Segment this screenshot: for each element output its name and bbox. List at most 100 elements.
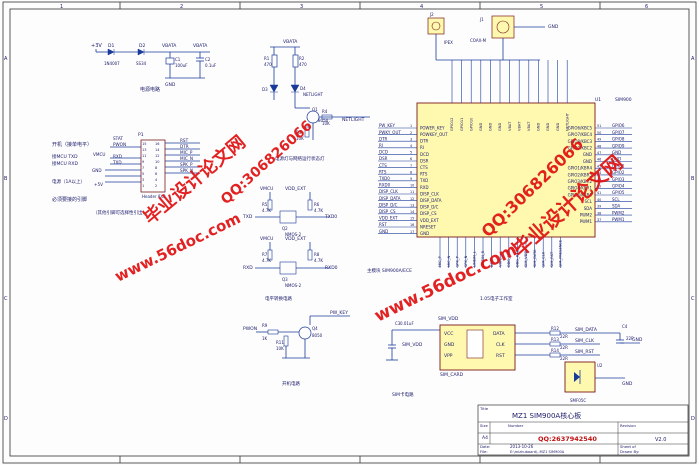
level-rxd0: RXD0 — [325, 265, 338, 271]
left-pin-net: TXD0 — [378, 176, 390, 181]
left-pin-name: DISP_D/C — [420, 205, 439, 210]
number-label: Number — [508, 423, 524, 428]
d2-ref: D2 — [139, 43, 145, 49]
j1-part: COAX-M — [470, 38, 487, 43]
col-6: 6 — [645, 4, 648, 10]
left-pin-name: DSR — [420, 158, 429, 163]
p1-num-r5: 8 — [155, 166, 157, 170]
p1-gnd: GND — [92, 168, 102, 173]
right-pin-name: GPIO3/KBR2 — [568, 179, 593, 184]
row-b: B — [4, 176, 8, 182]
resistor-r13-symbol — [549, 341, 561, 347]
netlight-net: NETLIGHT — [342, 117, 365, 123]
v3v-label: +3V — [91, 43, 102, 49]
resistor-r8-symbol — [307, 249, 313, 261]
bottom-pin-name: SPK_N — [464, 255, 468, 267]
r14-ref: R14 — [551, 348, 559, 353]
p1-num-l1: 15 — [142, 142, 146, 146]
j2-ref: J2 — [429, 12, 434, 17]
top-pin-name: GND — [479, 123, 483, 131]
right-pin-net: PWM1 — [612, 217, 625, 222]
r2-ref: R2 — [299, 56, 305, 61]
col-3: 3 — [300, 4, 303, 10]
watermark-site-1: www.56doc.com — [112, 209, 244, 286]
row-c: C — [4, 296, 8, 302]
left-pin-number: 5 — [410, 151, 412, 155]
left-pin-net: DSR — [379, 156, 388, 161]
left-pin-net: RI — [379, 143, 383, 148]
diode-d2-symbol — [137, 48, 145, 56]
left-pin-name: RTS — [420, 172, 428, 177]
p1-body — [140, 139, 166, 193]
module-caption: 主模块 SIM900A/ECE — [367, 267, 412, 274]
resistor-r1-symbol — [271, 54, 278, 68]
bottom-pin-name: SIM_RST — [550, 251, 554, 267]
left-pin-net: DTR — [379, 136, 388, 141]
r11-value: 10K — [276, 346, 284, 351]
left-pin-name: GND — [420, 231, 429, 236]
left-pin-number: 4 — [410, 144, 412, 148]
right-pin-name: PWM1 — [580, 219, 593, 224]
top-pin-name: GND — [537, 123, 541, 131]
right-pin-number: 43 — [597, 178, 601, 182]
p1-num-r8: 2 — [155, 184, 157, 188]
p1-5v: +5V — [94, 182, 103, 187]
left-pin-net: VDD_EXT — [379, 216, 398, 221]
sim-chip-icon — [466, 329, 484, 359]
title-block: Title MZ1 SIM900A核心板 Size A4 Number Revi… — [477, 404, 689, 456]
r5-ref: R5 — [262, 202, 268, 207]
bottom-pin-name: SIM_DATA — [533, 249, 537, 267]
right-pin-name: GPIO7/KBC4 — [568, 132, 593, 137]
resistor-r11-symbol — [283, 335, 289, 347]
sim-vdd-label: SIM_VDD — [438, 316, 459, 322]
r4-value: 10K — [322, 121, 330, 126]
d4-ref: D4 — [300, 86, 306, 91]
left-pin-name: TXD — [419, 178, 428, 183]
top-pin-name: VBAT — [508, 121, 512, 131]
left-pin-number: 13 — [410, 203, 414, 207]
right-pin-number: 47 — [597, 151, 601, 155]
right-pin-name: GPIO2/KBR3 — [568, 172, 593, 177]
left-pin-name: DISP_DATA — [420, 198, 442, 203]
r3-ref: R3 — [296, 130, 302, 135]
right-pin-net: GPIO7 — [612, 130, 625, 135]
size-value: A4 — [482, 435, 488, 441]
transistor-q4-symbol — [298, 326, 312, 340]
top-pin-name: GPIO10 — [469, 117, 473, 131]
p1-note-required: 必须要接的引脚 — [52, 196, 87, 203]
bottom-pin-name: DBG_TXD — [507, 250, 511, 267]
left-pin-name: DCD — [420, 152, 429, 157]
header-p1: P1 15 13 11 9 7 5 3 1 16 14 12 10 8 6 4 … — [52, 132, 200, 216]
bottom-pin-name: ADC — [490, 259, 494, 267]
q2-part: NMOS-2 — [285, 232, 302, 237]
power-key-circuit: PW_KEY Q4 8050 PWON R9 1K R11 10K 开机电路 — [243, 310, 350, 387]
p1-part: Header 8X2 — [142, 194, 166, 199]
left-pin-net: PWKY_OUT — [379, 130, 401, 135]
q2-ref: Q2 — [282, 226, 288, 231]
right-pin-name: GPIO1/KBR4 — [568, 166, 593, 171]
right-pin-name: SCL — [584, 199, 592, 204]
right-pin-net: GPIO9 — [612, 143, 625, 148]
bottom-pin-name: LINEIN_L — [473, 251, 477, 267]
file-value: E:\mizhuboard\..MZ1 SIM900A — [510, 450, 565, 454]
r8-value: 4.7K — [314, 258, 323, 263]
q3-ref: Q3 — [282, 277, 288, 282]
top-pin-name: VBAT — [527, 121, 531, 131]
bottom-pin-name: VRTC — [498, 257, 502, 267]
mosfet-q2-symbol — [279, 210, 297, 224]
p1-pwon: PWON — [113, 142, 126, 147]
left-pin-number: 2 — [410, 131, 412, 135]
left-pin-net: DCD — [379, 150, 388, 155]
p1-num-l7: 3 — [142, 178, 144, 182]
bottom-pin-name: SPK_P — [455, 255, 459, 267]
left-pin-number: 17 — [410, 230, 414, 234]
left-pin-number: 11 — [410, 190, 414, 194]
left-pin-net: DISP_CLK — [379, 189, 398, 194]
r8-ref: R8 — [314, 252, 320, 257]
right-pin-name: SDA — [584, 206, 593, 211]
r7-value: 4.7K — [262, 258, 271, 263]
